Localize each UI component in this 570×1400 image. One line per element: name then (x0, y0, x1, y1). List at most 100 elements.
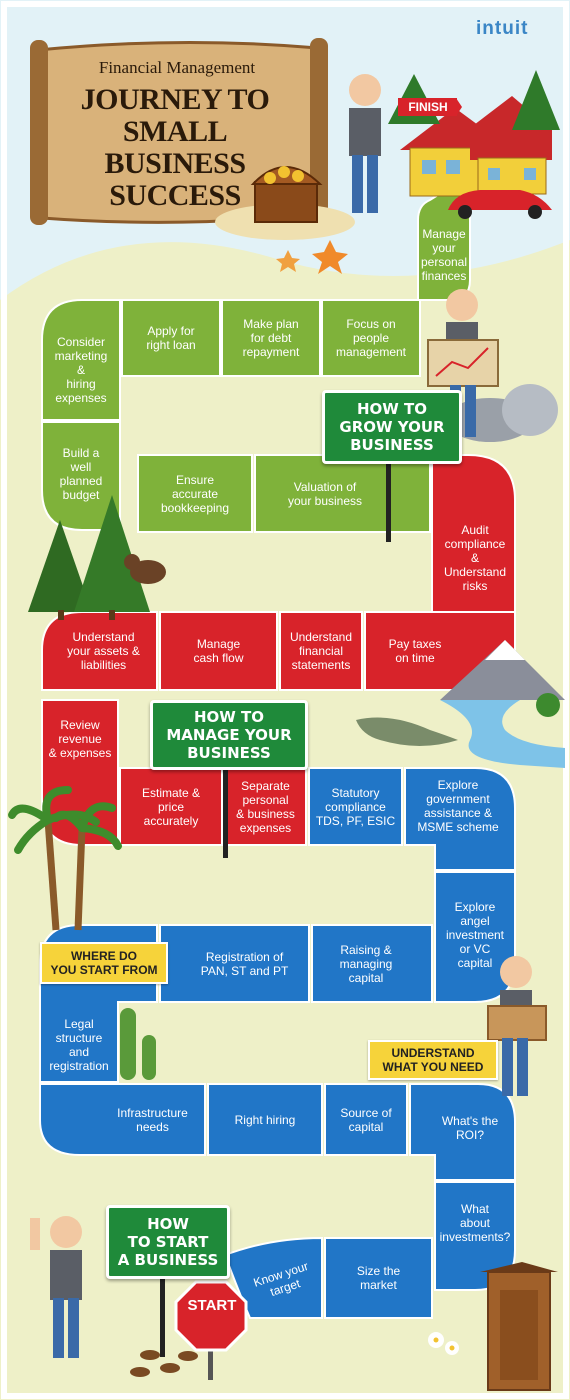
sign-line: BUSINESS (350, 436, 434, 454)
step-text: or VC (459, 942, 491, 956)
manage-sign-post (223, 762, 228, 858)
step-text: your (432, 241, 456, 255)
step-text: Make plan (243, 317, 299, 331)
step-text: Manage (422, 227, 466, 241)
step-text: Focus on (346, 317, 396, 331)
step-text: Valuation of (293, 479, 357, 494)
step-text: government (426, 792, 490, 806)
sign-line: HOW (147, 1215, 189, 1233)
step-blue-government (404, 767, 516, 871)
step-green-marketing (41, 299, 121, 421)
step-red-financial-statements (279, 611, 363, 691)
step-green-right-loan (121, 299, 221, 377)
blue-path (39, 767, 516, 1319)
step-text: & expenses (48, 746, 112, 760)
step-text: Infrastructure (117, 1105, 188, 1120)
step-text: about (459, 1216, 490, 1230)
cactus-icon (120, 1008, 156, 1080)
step-text: What (460, 1202, 489, 1216)
title-line-2: SMALL BUSINESS (104, 115, 246, 180)
step-text: expenses (239, 820, 292, 835)
step-text: & (470, 551, 479, 565)
callout-line: YOU START FROM (50, 963, 158, 977)
step-green-focus-people (321, 299, 421, 377)
step-blue-source (324, 1083, 408, 1156)
step-text: personal (242, 792, 289, 807)
step-text: Explore (437, 778, 479, 792)
sign-line: TO START (127, 1233, 209, 1251)
step-text: expenses (55, 391, 107, 405)
step-text: managing (339, 956, 393, 971)
start-stop-sign-icon (174, 1280, 248, 1352)
title-line-1: JOURNEY TO (80, 83, 270, 116)
callout-line: WHAT YOU NEED (382, 1060, 484, 1074)
step-text: Registration of (205, 949, 284, 964)
businessman-finish-icon (349, 74, 381, 213)
step-blue-infrastructure (39, 1083, 206, 1156)
step-text: for debt (250, 331, 292, 345)
step-green-debt-plan (221, 299, 321, 377)
title-line-3: SUCCESS (109, 179, 241, 212)
step-blue-size-market (324, 1237, 433, 1319)
step-text: accurate (171, 486, 219, 501)
step-text: your assets & (67, 644, 140, 658)
step-text: capital (348, 970, 384, 985)
step-green-bookkeeping (137, 454, 253, 533)
step-red-cash-flow (159, 611, 278, 691)
step-blue-know-target (223, 1236, 323, 1319)
flowers-icon (428, 1332, 459, 1355)
mountain-river-icon (440, 640, 565, 768)
step-text: assistance & (423, 806, 493, 820)
step-text: risks (462, 579, 488, 593)
step-text: PAN, ST and PT (200, 963, 289, 978)
step-text: revenue (58, 732, 102, 746)
step-text: Source of (340, 1105, 392, 1120)
step-right-hiring: Right hiring (208, 1084, 322, 1155)
palm-trees-icon (8, 786, 122, 931)
outhouse-icon (480, 1262, 558, 1391)
step-text: MSME scheme (417, 820, 499, 834)
title-overline: Financial Management (98, 58, 256, 77)
step-red-audit (431, 454, 516, 613)
step-text: Review (60, 718, 100, 732)
step-text: registration (49, 1059, 109, 1073)
step-text: Size the (356, 1264, 401, 1278)
step-text: bookkeeping (160, 500, 230, 515)
step-text: capital (348, 1119, 384, 1134)
step-text: right loan (146, 338, 196, 352)
step-text: management (335, 345, 407, 359)
step-text: Statutory (331, 785, 380, 800)
step-text: ROI? (455, 1128, 484, 1142)
step-blue-hiring (207, 1083, 323, 1156)
step-text: finances (421, 269, 467, 283)
step-text: on time (395, 651, 435, 665)
step-text: market (360, 1278, 397, 1292)
step-text: people (352, 331, 390, 345)
step-text: Legal (64, 1017, 94, 1031)
step-text: Separate (241, 778, 290, 793)
sign-line: HOW TO (356, 400, 428, 418)
